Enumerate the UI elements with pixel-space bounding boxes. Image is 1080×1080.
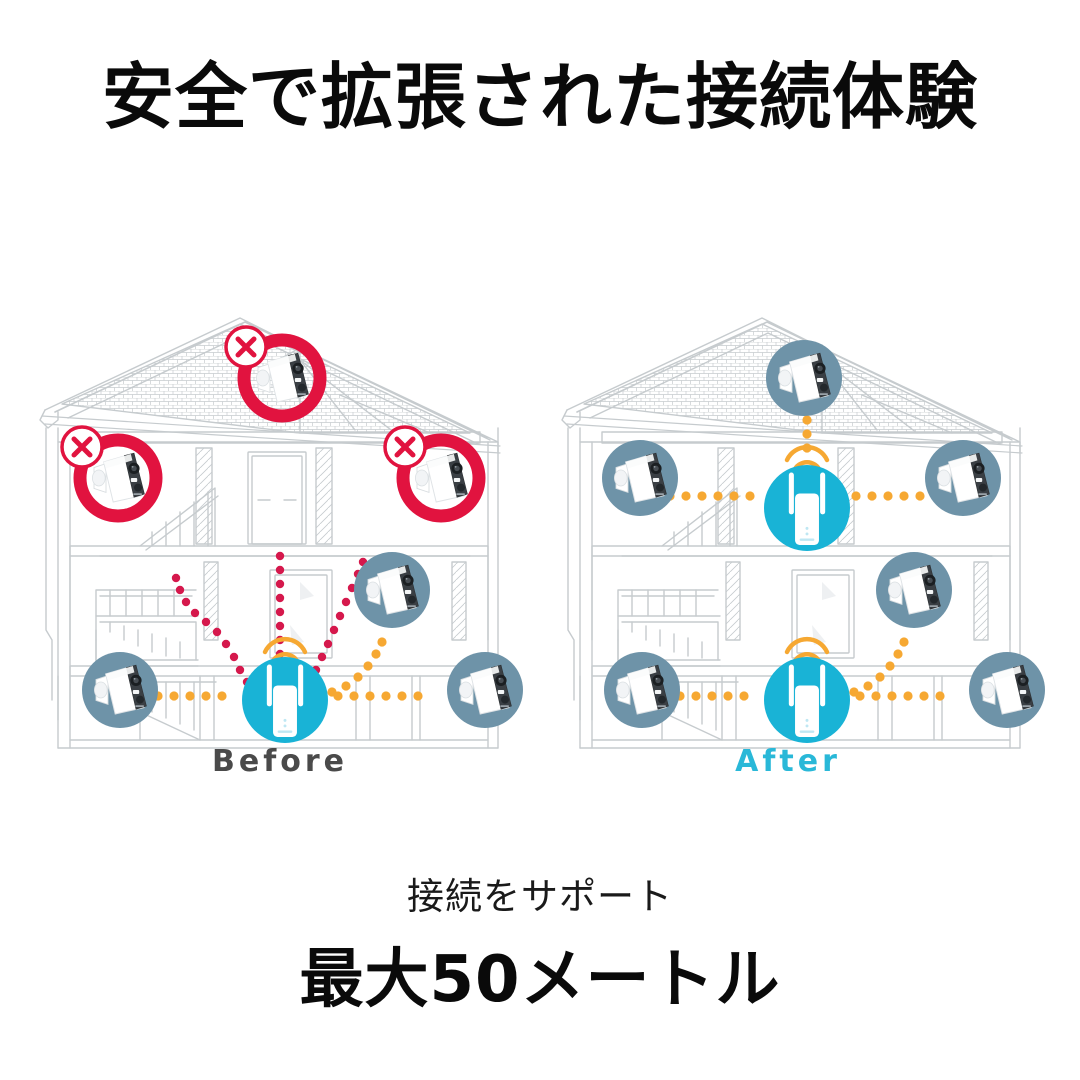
- device-camera-attic-after[interactable]: [766, 340, 842, 416]
- page-title: 安全で拡張された接続体験: [101, 55, 978, 139]
- main-caption: 最大50メートル: [299, 943, 781, 1017]
- signal-dots-upper-left-after: [665, 491, 755, 501]
- label-after: After: [735, 744, 841, 779]
- signal-dots-ground-after: [675, 691, 945, 701]
- device-camera-middle-right-after[interactable]: [876, 552, 952, 628]
- device-camera-ground-left-before[interactable]: [82, 652, 158, 728]
- device-camera-upper-right-before[interactable]: [383, 425, 486, 523]
- device-extender-ground-after[interactable]: [764, 657, 850, 743]
- diagram-svg: [39, 317, 1045, 749]
- blocked-signal-dots-left: [171, 573, 252, 687]
- device-camera-ground-left-after[interactable]: [604, 652, 680, 728]
- device-camera-attic-before[interactable]: [224, 325, 327, 423]
- coverage-diagram: [0, 300, 1080, 750]
- signal-dots-upper-right-after: [851, 491, 941, 501]
- house-before: [39, 317, 523, 749]
- comparison-labels: Before After: [0, 744, 1080, 788]
- device-extender-upper-after[interactable]: [764, 465, 850, 551]
- x-mark-icon: [224, 325, 268, 369]
- device-camera-upper-left-after[interactable]: [602, 440, 678, 516]
- label-before: Before: [211, 744, 349, 779]
- x-mark-icon: [383, 425, 427, 469]
- device-camera-upper-right-after[interactable]: [925, 440, 1001, 516]
- device-camera-ground-right-before[interactable]: [447, 652, 523, 728]
- device-camera-upper-left-before[interactable]: [60, 425, 163, 523]
- house-after: [561, 317, 1045, 749]
- sub-caption: 接続をサポート: [407, 875, 673, 918]
- device-extender-ground-before[interactable]: [242, 657, 328, 743]
- device-camera-middle-right-before[interactable]: [354, 552, 430, 628]
- device-camera-ground-right-after[interactable]: [969, 652, 1045, 728]
- x-mark-icon: [60, 425, 104, 469]
